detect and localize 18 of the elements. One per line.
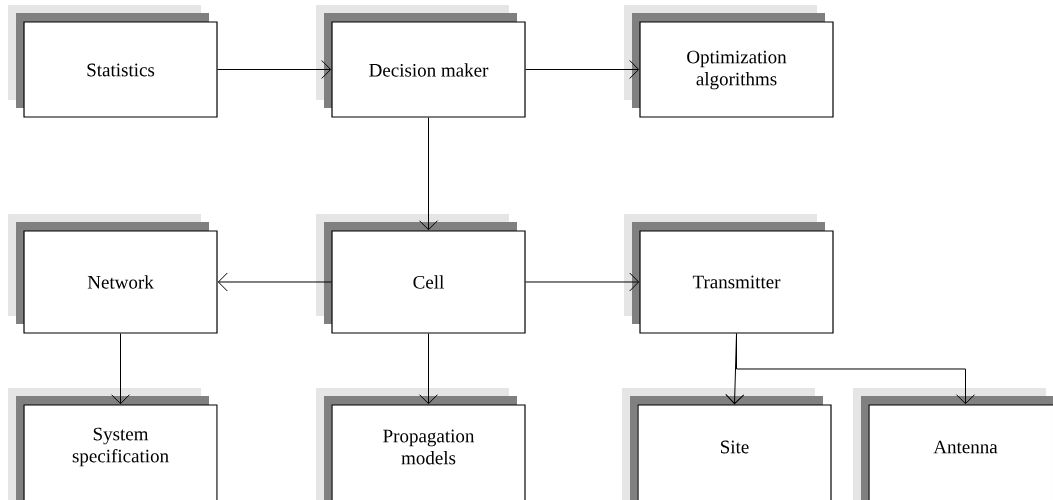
- arrow: [736, 333, 975, 405]
- stacked-box: Optimization algorithms: [624, 5, 834, 118]
- arrow: [419, 333, 438, 405]
- arrow: [111, 333, 130, 405]
- arrow: [525, 60, 640, 79]
- stacked-box: System specification: [8, 388, 218, 500]
- stacked-box: Decision maker: [316, 5, 526, 118]
- arrow: [217, 60, 332, 79]
- arrow: [217, 272, 332, 292]
- arrow: [525, 272, 640, 292]
- arrow: [419, 117, 438, 231]
- stacked-box: Network: [8, 214, 218, 334]
- stacked-box: Cell: [316, 214, 526, 334]
- stacked-box: Site: [622, 388, 832, 500]
- stacked-box: Statistics: [8, 5, 218, 118]
- stacked-box: Transmitter: [624, 214, 834, 334]
- stacked-box: Propagation models: [316, 388, 526, 500]
- stacked-box: Antenna: [853, 388, 1053, 500]
